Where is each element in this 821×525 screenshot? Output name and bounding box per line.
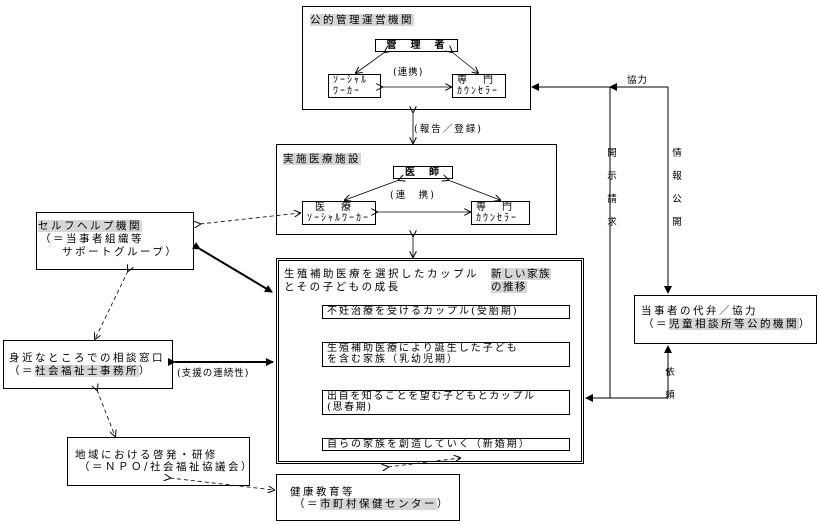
advocate-highlight: 児童相談所等公的機関 — [669, 318, 799, 330]
advocate-prefix: （＝ — [643, 318, 669, 330]
medical-coordination-label: (連 携) — [390, 190, 436, 201]
msw-line2: ｿｰｼｬﾙﾜｰｶｰ — [307, 213, 370, 224]
self-help-line2: （＝当事者組織等 — [40, 233, 144, 245]
consultation-suffix: ） — [139, 365, 152, 377]
public-counselor-box: 専 門 ｶｳﾝｾﾗｰ — [452, 74, 506, 98]
arrow-selfhelp-family — [191, 241, 273, 293]
family-transition-line1: 新しい家族 — [491, 268, 551, 280]
social-worker-line1: ｿｰｼｬﾙ — [333, 75, 368, 86]
stage-adolescence: 出自を知ることを望む子どもとカップル (思春期) — [322, 390, 570, 415]
consultation-box — [3, 340, 173, 389]
msw-line1: 医 療 — [315, 202, 354, 213]
public-counselor-line2: ｶｳﾝｾﾗｰ — [457, 86, 499, 97]
advocate-line2: （＝児童相談所等公的機関） — [643, 318, 812, 330]
manager-box: 管 理 者 — [375, 39, 458, 52]
continuity-label: (支援の連続性) — [177, 368, 250, 379]
health-prefix: （＝ — [294, 498, 320, 510]
msw-box: 医 療 ｿｰｼｬﾙﾜｰｶｰ — [302, 201, 376, 225]
stage-adolescence-line1: 出自を知ることを望む子どもとカップル — [327, 391, 536, 402]
stage-infancy-line2: を含む家族（乳幼児期） — [327, 354, 459, 365]
consultation-line1: 身近なところでの相談窓口 — [9, 352, 165, 364]
medical-counselor-line2: ｶｳﾝｾﾗｰ — [476, 213, 518, 224]
report-registration-label: (報告／登録) — [414, 124, 483, 135]
health-suffix: ） — [437, 498, 450, 510]
disclosure-request-1: 示 — [607, 171, 617, 182]
disclosure-request-0: 開 — [607, 148, 617, 159]
stage-infancy-line1: 生殖補助医療により誕生した子ども — [327, 343, 519, 354]
stage-newlywed-text: 自らの家族を創造していく（新婚期） — [327, 439, 531, 450]
family-growth-title-line2: とその子どもの成長 — [284, 281, 401, 293]
community-line2: （＝ＮＰＯ/社会福祉協議会） — [79, 461, 255, 473]
cooperation-label: 協力 — [627, 75, 649, 86]
medical-counselor-box: 専 門 ｶｳﾝｾﾗｰ — [471, 201, 530, 225]
consultation-prefix: （＝ — [9, 365, 35, 377]
self-help-title: セルフヘルプ機関 — [38, 220, 142, 232]
medical-counselor-line1: 専 門 — [476, 202, 515, 213]
family-growth-title-line1: 生殖補助医療を選択したカップル — [284, 268, 479, 280]
info-disclosure-2: 公 — [672, 194, 682, 205]
public-coordination-label: (連携) — [393, 67, 424, 78]
consultation-highlight: 社会福祉士事務所 — [35, 365, 139, 377]
arrow-selfhelp-consultation — [95, 271, 128, 339]
medical-facility-title: 実施医療施設 — [283, 153, 361, 165]
stage-infancy: 生殖補助医療により誕生した子ども を含む家族（乳幼児期） — [322, 342, 570, 367]
request-label-0: 依 — [665, 367, 675, 378]
public-counselor-line1: 専 門 — [457, 75, 496, 86]
disclosure-request-2: 請 — [607, 194, 617, 205]
public-agency-title: 公的管理運営機関 — [310, 14, 414, 26]
self-help-line3: サポートグループ） — [62, 246, 179, 258]
advocate-suffix: ） — [799, 318, 812, 330]
stage-newlywed: 自らの家族を創造していく（新婚期） — [322, 438, 570, 451]
social-worker-box: ｿｰｼｬﾙ ﾜｰｶｰ — [328, 74, 381, 98]
advocate-line1: 当事者の代弁／協力 — [641, 305, 758, 317]
health-highlight: 市町村保健センター — [320, 498, 437, 510]
disclosure-request-3: 求 — [607, 217, 617, 228]
family-transition-line2: の推移 — [491, 281, 527, 293]
health-education-box — [276, 474, 460, 521]
health-education-line2: （＝市町村保健センター） — [294, 498, 450, 510]
arrow-consultation-community — [97, 390, 115, 436]
info-disclosure-3: 開 — [672, 217, 682, 228]
info-disclosure-0: 情 — [672, 148, 682, 159]
health-education-line1: 健康教育等 — [290, 486, 355, 498]
doctor-box: 医 師 — [393, 166, 453, 179]
request-label-1: 頼 — [665, 390, 675, 401]
stage-adolescence-line2: (思春期) — [327, 402, 373, 413]
social-worker-line2: ﾜｰｶｰ — [333, 86, 361, 97]
stage-conception-text: 不妊治療を受けるカップル(受胎期) — [327, 306, 519, 317]
info-disclosure-1: 報 — [672, 171, 682, 182]
community-line1: 地域における啓発・研修 — [75, 449, 218, 461]
stage-conception: 不妊治療を受けるカップル(受胎期) — [322, 305, 570, 319]
consultation-line2: （＝社会福祉士事務所） — [9, 365, 152, 377]
